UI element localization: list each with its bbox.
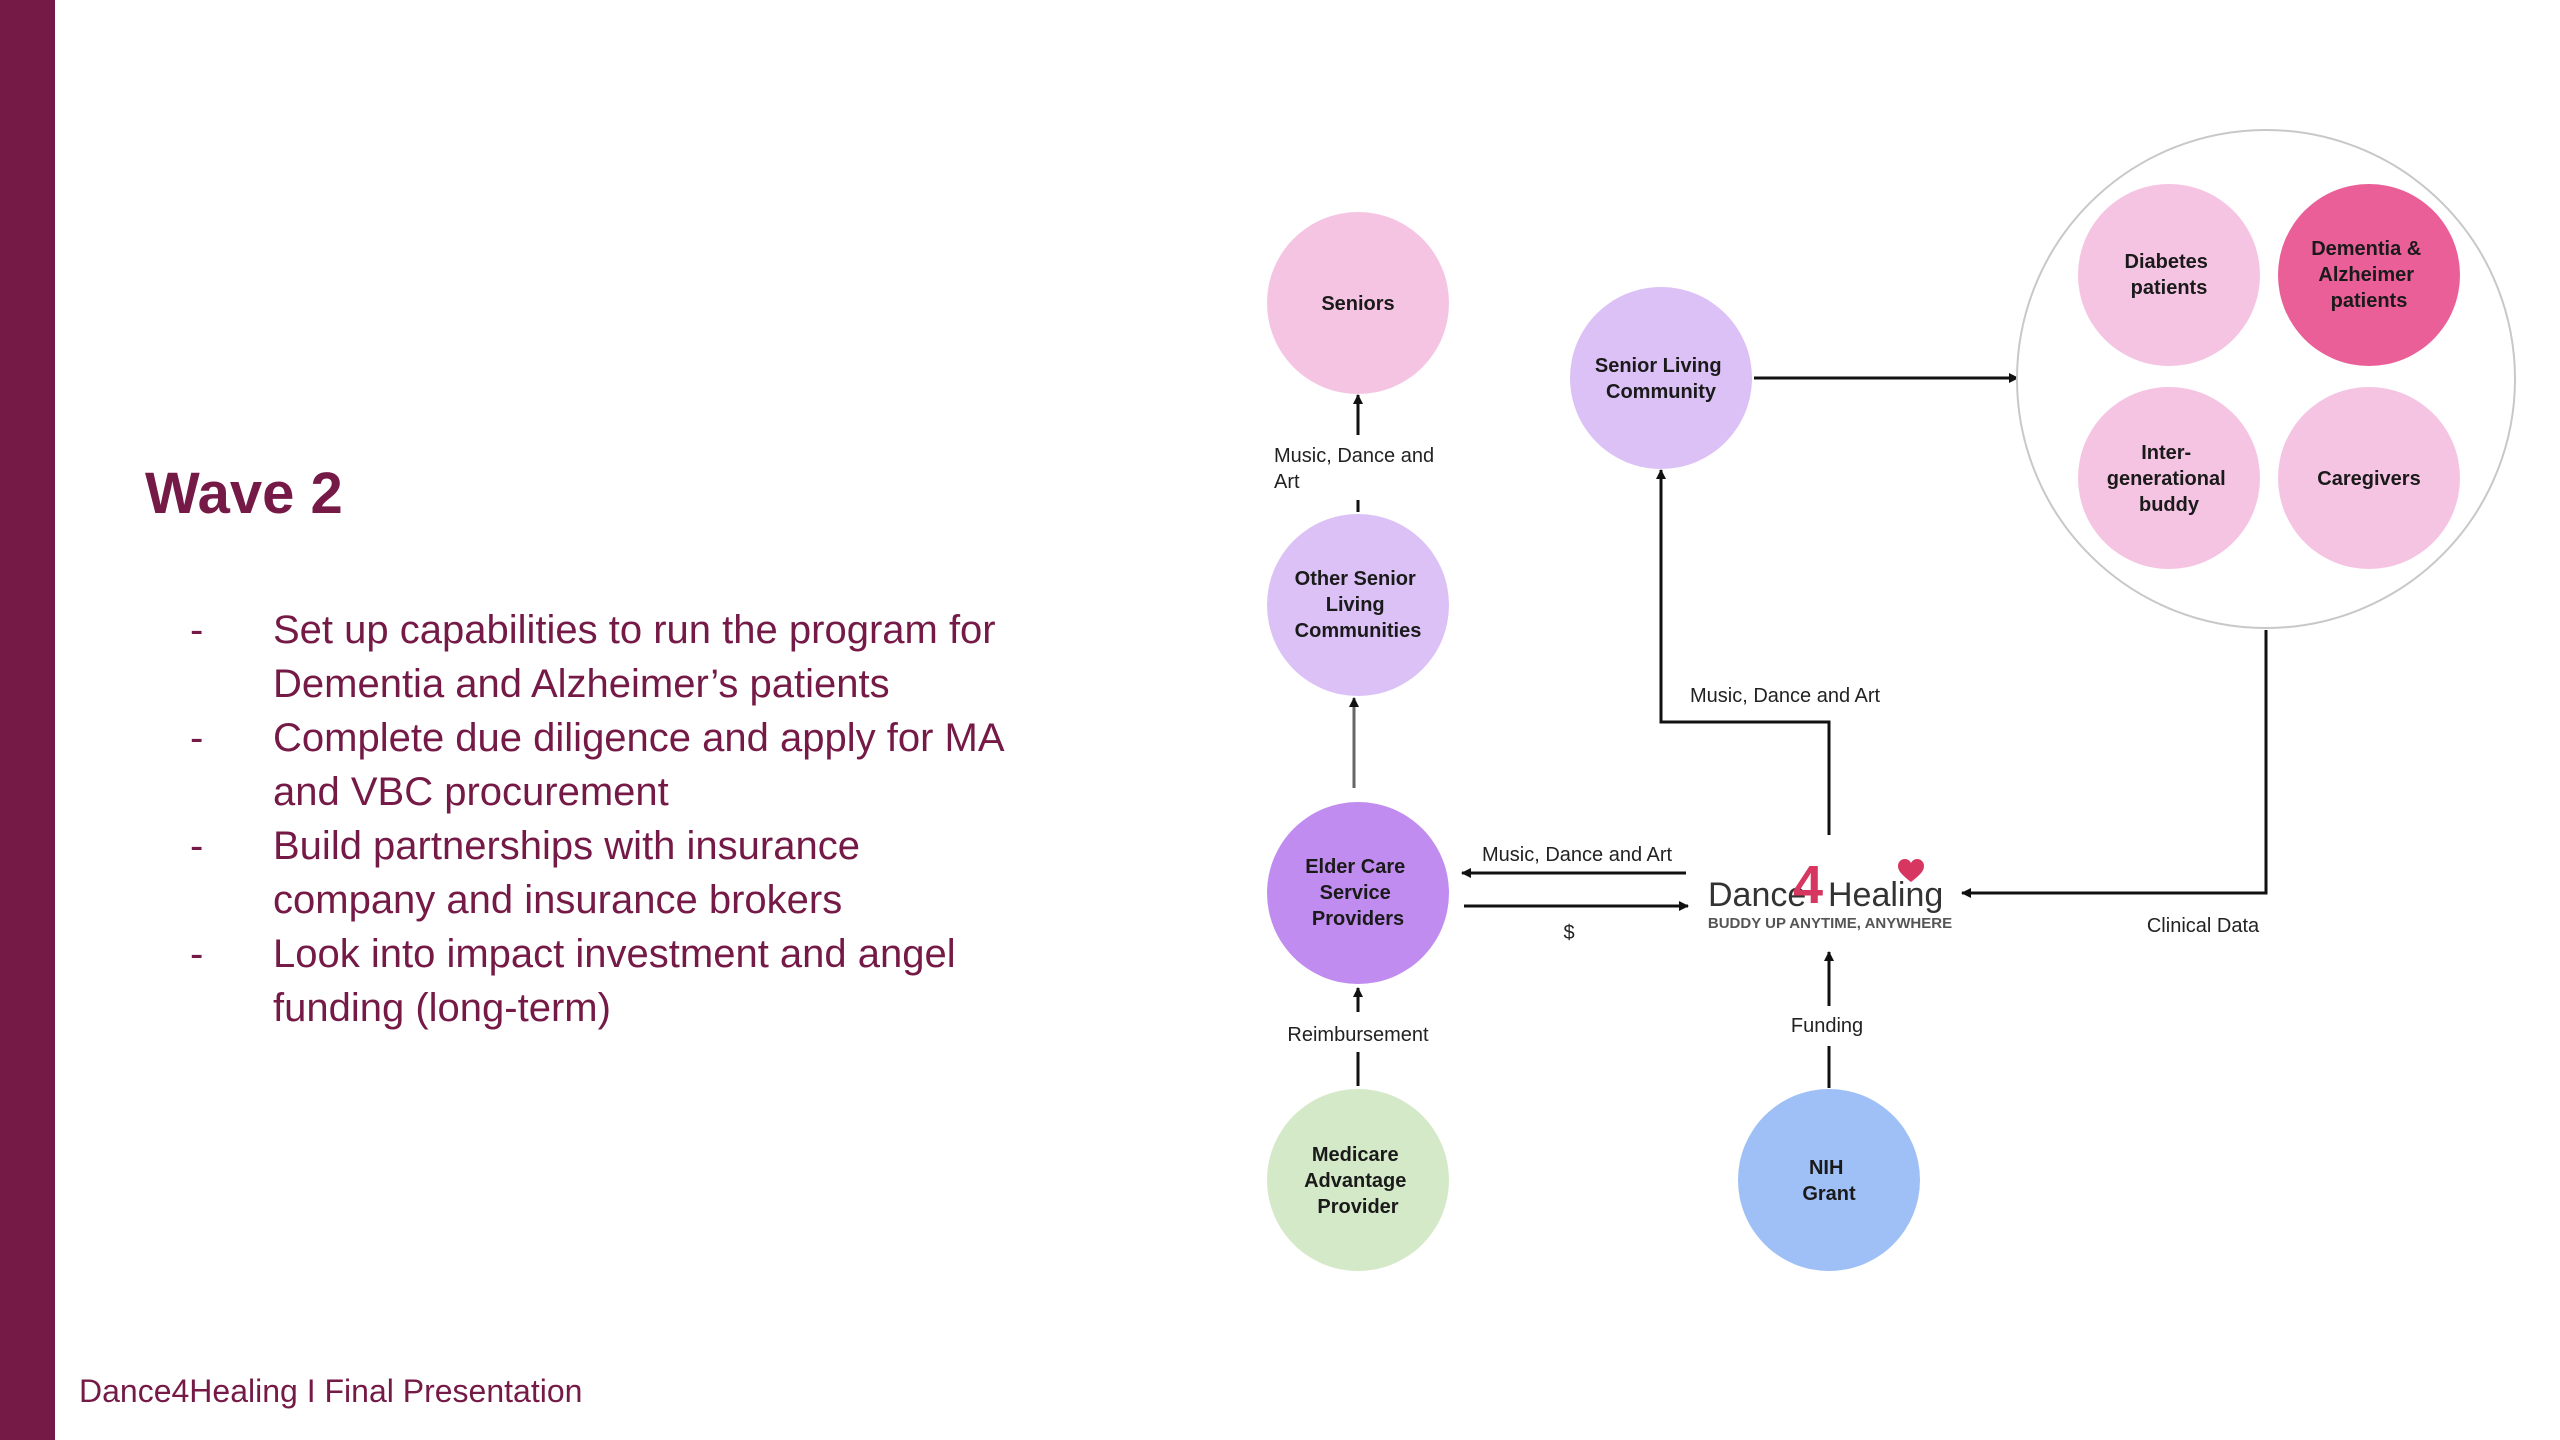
node-label-line: Advantage: [1304, 1170, 1406, 1192]
node-label-line: Provider: [1317, 1196, 1398, 1218]
node-label-line: Medicare: [1312, 1144, 1399, 1166]
svg-text:Elder Care Service: Elder Care Service Providers: [1305, 856, 1411, 930]
node-label-line: buddy: [2139, 494, 2200, 516]
bullet-text-line: Dementia and Alzheimer’s patients: [273, 662, 890, 706]
edge-clinical-data: [1961, 630, 2268, 898]
bullet-item: - Look into impact investment and angel …: [190, 927, 1050, 1035]
node-label-line: Diabetes: [2125, 251, 2208, 273]
bullet-marker: -: [190, 824, 204, 868]
dance4healing-logo: Dance 4 Healing BUDDY UP ANYTIME, ANYWHE…: [1708, 855, 1952, 932]
node-circle: [1267, 802, 1449, 984]
node-label-line: Senior Living: [1595, 355, 1722, 377]
node-dementia: Dementia & Alzheimer patients: [2278, 184, 2460, 366]
node-circle: [1267, 514, 1449, 696]
edge-label-to-seniors: Art: [1274, 471, 1300, 493]
node-circle: [1267, 1089, 1449, 1271]
node-label-line: Elder Care: [1305, 856, 1405, 878]
node-caregivers: Caregivers: [2278, 387, 2460, 569]
heart-icon: [1898, 859, 1924, 882]
svg-text:Seniors: Seniors: [1321, 293, 1394, 315]
bullet-text-line: Build partnerships with insurance: [273, 824, 860, 868]
bullet-text-line: Complete due diligence and apply for MA: [273, 716, 1005, 760]
bullet-list: - Set up capabilities to run the program…: [190, 603, 1050, 1035]
node-circle: [2278, 184, 2460, 366]
node-label-line: Other Senior: [1295, 568, 1416, 590]
svg-text:Inter- generational: Inter- generational buddy: [2107, 442, 2231, 516]
bullet-text-line: Look into impact investment and angel: [273, 932, 956, 976]
node-other-senior-living: Other Senior Living Communities: [1267, 514, 1449, 696]
node-label-line: Grant: [1802, 1183, 1856, 1205]
node-senior-living: Senior Living Community: [1570, 287, 1752, 469]
svg-text:Other Senior Living: Other Senior Living Communities: [1295, 568, 1422, 642]
node-label-line: Alzheimer: [2318, 264, 2414, 286]
node-circle: [1738, 1089, 1920, 1271]
node-intergenerational: Inter- generational buddy: [2078, 387, 2260, 569]
svg-text:Medicare Advantage: Medicare Advantage Provider: [1304, 1144, 1412, 1218]
edge-label-to-seniors: Music, Dance and: [1274, 445, 1434, 467]
edge-to-senior-living: [1656, 469, 1831, 835]
edge-label-funding: Funding: [1791, 1015, 1863, 1037]
edge-label-payment: $: [1563, 922, 1574, 944]
node-label-line: Caregivers: [2317, 468, 2420, 490]
brand-side-bar: [0, 0, 55, 1440]
svg-text:NIH Grant: NIH Grant: [1802, 1157, 1856, 1205]
node-label-line: Seniors: [1321, 293, 1394, 315]
patient-groups-container: [2016, 129, 2516, 629]
bullet-item: - Complete due diligence and apply for M…: [190, 711, 1050, 819]
bullet-marker: -: [190, 932, 204, 976]
slide-title: Wave 2: [145, 461, 343, 526]
node-label-line: Community: [1606, 381, 1717, 403]
node-circle: [2278, 387, 2460, 569]
node-seniors: Seniors: [1267, 212, 1449, 394]
node-label-line: NIH: [1809, 1157, 1843, 1179]
node-label-line: patients: [2331, 290, 2408, 312]
slide-footer: Dance4Healing I Final Presentation: [79, 1373, 583, 1409]
svg-text:Diabetes patients: Diabetes patients: [2125, 251, 2214, 299]
bullet-item: - Build partnerships with insurance comp…: [190, 819, 1050, 927]
bullet-text-line: company and insurance brokers: [273, 878, 843, 922]
node-circle: [2078, 387, 2260, 569]
edge-label-clinical-data: Clinical Data: [2147, 915, 2260, 937]
svg-text:Senior Living Community: Senior Living Community: [1595, 355, 1727, 403]
node-label-line: Providers: [1312, 908, 1404, 930]
node-label-line: patients: [2131, 277, 2208, 299]
svg-text:Dementia & Alzheimer: Dementia & Alzheimer patients: [2311, 238, 2427, 312]
node-circle: [1267, 212, 1449, 394]
logo-word-healing: Healing: [1828, 876, 1943, 914]
bullet-marker: -: [190, 716, 204, 760]
node-label-line: Dementia &: [2311, 238, 2421, 260]
bullet-item: - Set up capabilities to run the program…: [190, 603, 1050, 711]
node-circle: [1570, 287, 1752, 469]
logo-word-dance: Dance: [1708, 876, 1806, 914]
node-label-line: Communities: [1295, 620, 1422, 642]
bullet-text-line: funding (long-term): [273, 986, 611, 1030]
edge-label-reimbursement: Reimbursement: [1287, 1024, 1429, 1046]
node-label-line: Inter-: [2141, 442, 2191, 464]
node-elder-care: Elder Care Service Providers: [1267, 802, 1449, 984]
logo-digit: 4: [1793, 855, 1823, 915]
node-circle: [2078, 184, 2260, 366]
bullet-text-line: and VBC procurement: [273, 770, 669, 814]
edge-label-to-elder-care: Music, Dance and Art: [1482, 844, 1673, 866]
node-medicare: Medicare Advantage Provider: [1267, 1089, 1449, 1271]
node-label-line: Service: [1320, 882, 1391, 904]
diagram-edges: [1349, 373, 2268, 1088]
node-label-line: generational: [2107, 468, 2226, 490]
bullet-text-line: Set up capabilities to run the program f…: [273, 608, 996, 652]
node-nih: NIH Grant: [1738, 1089, 1920, 1271]
bullet-marker: -: [190, 608, 204, 652]
node-label-line: Living: [1326, 594, 1385, 616]
edge-label-to-senior-living: Music, Dance and Art: [1690, 685, 1881, 707]
logo-tagline: BUDDY UP ANYTIME, ANYWHERE: [1708, 915, 1952, 932]
node-diabetes: Diabetes patients: [2078, 184, 2260, 366]
svg-text:Caregivers: Caregivers: [2317, 468, 2420, 490]
